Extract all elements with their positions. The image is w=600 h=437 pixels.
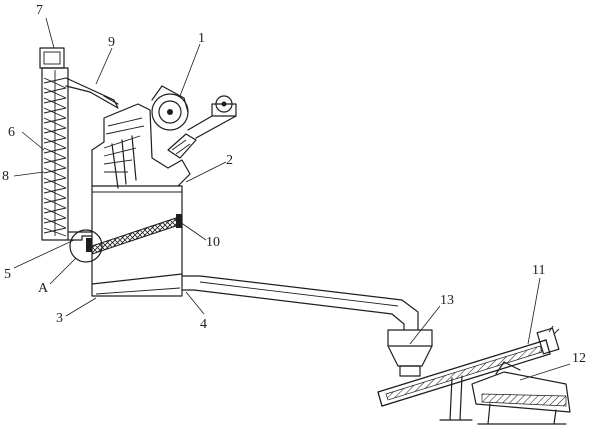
label-3: 3	[56, 311, 63, 326]
cyclone-hopper	[387, 329, 433, 377]
label-2: 2	[226, 153, 233, 168]
callout-leaders	[13, 17, 571, 381]
label-13: 13	[440, 293, 454, 308]
label-1: 1	[198, 31, 205, 46]
vertical-screw-conveyor	[39, 47, 93, 241]
label-11: 11	[532, 263, 545, 278]
feed-chute	[65, 77, 119, 109]
crusher-unit	[91, 85, 237, 189]
label-7: 7	[36, 3, 43, 18]
label-4: 4	[200, 317, 207, 332]
inclined-screw-conveyor	[377, 325, 560, 421]
vibrating-screen-machine	[471, 361, 571, 425]
label-12: 12	[572, 351, 586, 366]
screening-chamber	[69, 185, 183, 297]
label-5: 5	[4, 267, 11, 282]
label-6: 6	[8, 125, 15, 140]
label-9: 9	[108, 35, 115, 50]
label-8: 8	[2, 169, 9, 184]
label-10: 10	[206, 235, 220, 250]
discharge-duct	[181, 275, 419, 331]
label-A: A	[38, 281, 49, 296]
